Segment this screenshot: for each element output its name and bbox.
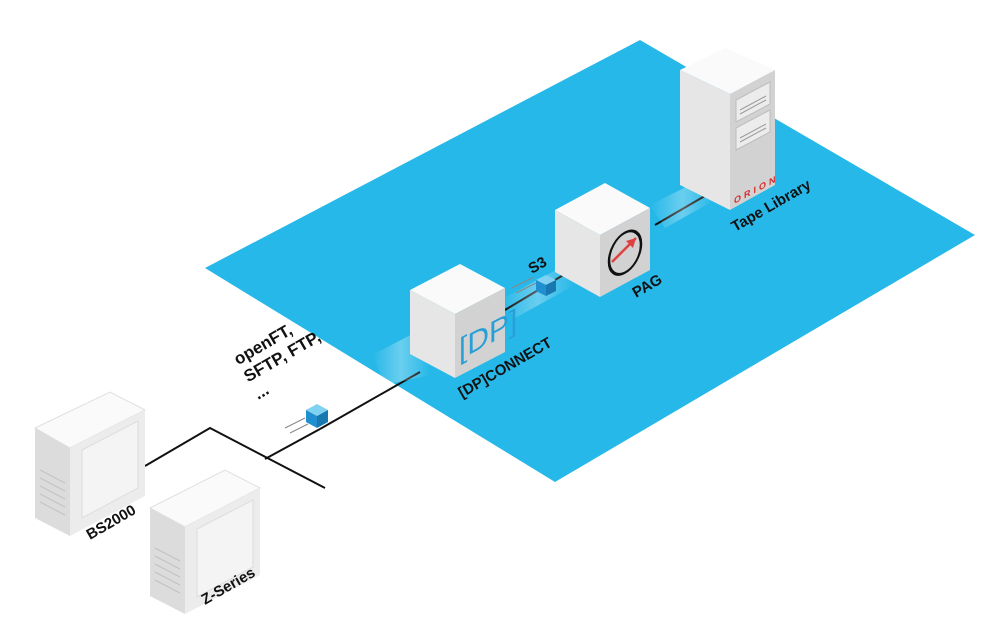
z-series-link: [264, 428, 321, 460]
dp-to-network-link: [319, 371, 421, 430]
dp-connect-box: [DP]: [410, 264, 517, 378]
pag-box: [555, 183, 650, 297]
bs2000-server: [33, 391, 147, 536]
s3-label: S3: [526, 254, 550, 278]
tape-library-rack: ORION: [680, 48, 778, 210]
gauge-arrow-icon: [607, 229, 643, 276]
server-tower-icon: [39, 469, 66, 516]
data-packet-icon: [284, 404, 328, 434]
bs2000-link: [144, 426, 326, 489]
server-tower-icon: [154, 547, 181, 594]
z-series-server: [148, 469, 262, 614]
data-packet-icon: [511, 275, 556, 296]
tape-drive-bays: [735, 81, 771, 151]
